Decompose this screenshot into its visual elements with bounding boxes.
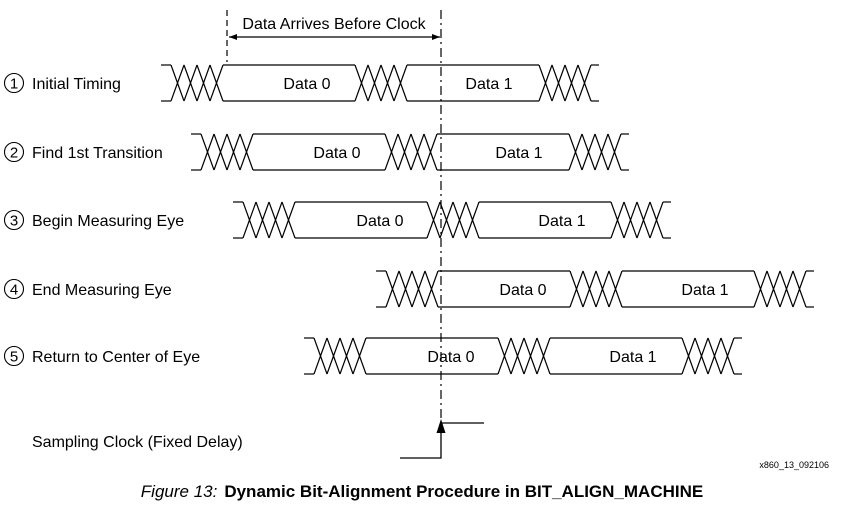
data-waveform <box>376 270 814 308</box>
sampling-clock: Sampling Clock (Fixed Delay) <box>32 419 484 459</box>
row-return-to-center-of-eye: 5 Return to Center of Eye Data 0 Data 1 <box>3 337 742 375</box>
data-0-label: Data 0 <box>356 213 403 230</box>
row-number-circle <box>3 345 25 367</box>
figure-caption: Figure 13: Dynamic Bit-Alignment Procedur… <box>141 482 703 501</box>
row-number: 5 <box>10 349 18 366</box>
row-label: Find 1st Transition <box>32 145 163 162</box>
row-number-circle <box>3 72 25 94</box>
data-1-label: Data 1 <box>495 145 542 162</box>
data-1-label: Data 1 <box>465 76 512 93</box>
row-label: Initial Timing <box>32 76 121 93</box>
caption-title: Dynamic Bit-Alignment Procedure in BIT_A… <box>224 482 703 501</box>
data-waveform <box>161 64 599 102</box>
row-number-circle <box>3 141 25 163</box>
row-end-measuring-eye: 4 End Measuring Eye Data 0 Data 1 <box>3 270 814 308</box>
row-initial-timing: 1 Initial Timing Data 0 Data 1 <box>3 64 599 102</box>
clock-waveform <box>400 422 484 459</box>
data-waveform <box>304 337 742 375</box>
row-label: Return to Center of Eye <box>32 349 200 366</box>
row-begin-measuring-eye: 3 Begin Measuring Eye Data 0 Data 1 <box>3 201 671 239</box>
caption-prefix: Figure 13: <box>141 482 218 501</box>
data-1-label: Data 1 <box>538 213 585 230</box>
data-0-label: Data 0 <box>313 145 360 162</box>
data-waveform <box>191 133 629 171</box>
clock-edge-arrow <box>436 419 446 433</box>
header-arrow-left-head <box>229 34 237 40</box>
row-number: 1 <box>10 76 18 93</box>
row-number-circle <box>3 278 25 300</box>
figure-id: x860_13_092106 <box>759 460 829 470</box>
row-number: 3 <box>10 213 18 230</box>
row-number: 2 <box>10 145 18 162</box>
row-label: End Measuring Eye <box>32 282 172 299</box>
header-annotation: Data Arrives Before Clock <box>226 10 440 62</box>
row-find-1st-transition: 2 Find 1st Transition Data 0 Data 1 <box>3 133 629 171</box>
header-arrow-right-head <box>432 34 440 40</box>
data-waveform <box>233 201 671 239</box>
data-0-label: Data 0 <box>427 349 474 366</box>
clock-label: Sampling Clock (Fixed Delay) <box>32 434 243 451</box>
data-1-label: Data 1 <box>681 282 728 299</box>
data-1-label: Data 1 <box>609 349 656 366</box>
row-number-circle <box>3 209 25 231</box>
data-0-label: Data 0 <box>283 76 330 93</box>
data-0-label: Data 0 <box>499 282 546 299</box>
header-annotation-text: Data Arrives Before Clock <box>242 16 426 33</box>
row-number: 4 <box>10 282 18 299</box>
row-label: Begin Measuring Eye <box>32 213 184 230</box>
